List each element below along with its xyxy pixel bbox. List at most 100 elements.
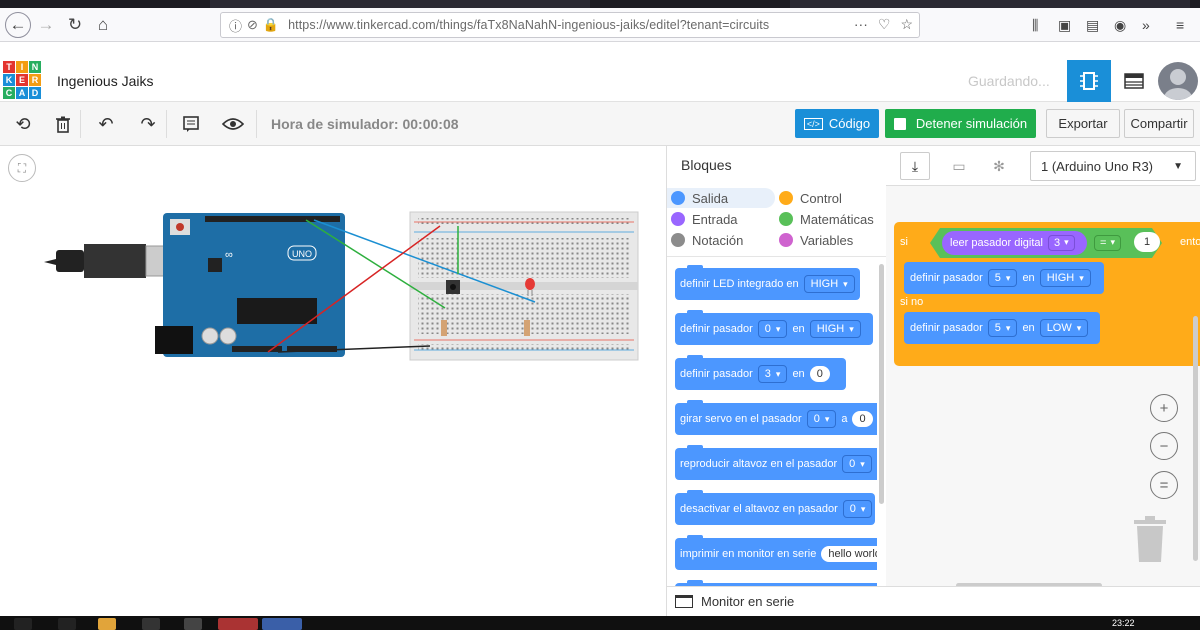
category-variables[interactable]: Variables: [779, 230, 853, 250]
block-serial-print[interactable]: imprimir en monitor en serie hello world: [675, 535, 877, 570]
operator-dropdown[interactable]: =: [1094, 235, 1121, 251]
category-notacion[interactable]: Notación: [671, 230, 743, 250]
taskbar-app-icon[interactable]: [142, 618, 160, 630]
block-dropdown[interactable]: 0: [842, 455, 872, 473]
home-icon[interactable]: ⌂: [97, 15, 109, 34]
workspace-vertical-scrollbar[interactable]: [1193, 316, 1198, 561]
block-set-builtin-led[interactable]: definir LED integrado en HIGH: [675, 265, 860, 300]
then-set-pin-block[interactable]: definir pasador 5 en HIGH: [904, 262, 1104, 294]
download-icon[interactable]: ⤓: [900, 152, 930, 180]
block-dropdown[interactable]: 3: [757, 365, 788, 383]
read-digital-pin-block[interactable]: leer pasador digital 3: [942, 231, 1087, 255]
user-avatar[interactable]: [1158, 62, 1198, 100]
zoom-in-button[interactable]: +: [1150, 394, 1178, 422]
usb-cable[interactable]: [44, 244, 177, 278]
block-dropdown[interactable]: 0: [806, 410, 837, 428]
pocket-icon[interactable]: ♡: [877, 16, 891, 32]
value-dropdown[interactable]: HIGH: [1039, 269, 1091, 287]
fit-view-button[interactable]: ⛶: [8, 154, 36, 182]
zoom-reset-button[interactable]: =: [1150, 471, 1178, 499]
block-dropdown[interactable]: 0: [842, 500, 873, 518]
category-salida[interactable]: Salida: [667, 188, 775, 208]
rotate-icon[interactable]: ⟲: [15, 113, 31, 134]
breadboard[interactable]: [409, 211, 639, 361]
category-control[interactable]: Control: [779, 188, 842, 208]
visibility-icon[interactable]: [220, 112, 246, 136]
undo-icon[interactable]: ↶: [98, 113, 114, 134]
block-partial[interactable]: [675, 580, 877, 588]
library-icon[interactable]: ⫼: [1032, 17, 1039, 33]
serial-monitor-bar[interactable]: Monitor en serie: [667, 586, 1200, 616]
pin-dropdown[interactable]: 5: [987, 319, 1018, 337]
task-view-icon[interactable]: [58, 618, 76, 630]
notes-icon[interactable]: [178, 112, 204, 136]
circuit-view-button[interactable]: [1067, 60, 1111, 102]
arduino-uno-board[interactable]: ∞ UNO: [155, 213, 345, 357]
project-title[interactable]: Ingenious Jaiks: [57, 73, 154, 89]
export-button[interactable]: Exportar: [1046, 109, 1120, 138]
reader-icon[interactable]: ▤: [1086, 17, 1100, 33]
block-input[interactable]: 0: [809, 366, 830, 382]
taskbar-app-icon[interactable]: [184, 618, 202, 630]
value-dropdown[interactable]: LOW: [1039, 319, 1089, 337]
block-dropdown[interactable]: HIGH: [803, 275, 855, 293]
wire-red[interactable]: [267, 225, 441, 353]
browser-taskbar-icon[interactable]: [218, 618, 258, 630]
hamburger-menu-icon[interactable]: ≡: [1176, 17, 1185, 33]
sidebar-icon[interactable]: ▣: [1058, 17, 1072, 33]
code-button[interactable]: </> Código: [795, 109, 879, 138]
block-play-speaker[interactable]: reproducir altavoz en el pasador 0: [675, 445, 877, 480]
wire-green[interactable]: [305, 219, 446, 309]
category-entrada[interactable]: Entrada: [671, 209, 738, 229]
else-set-pin-block[interactable]: definir pasador 5 en LOW: [904, 312, 1100, 344]
block-input[interactable]: hello world: [821, 546, 877, 562]
push-button[interactable]: [446, 280, 460, 294]
compare-value-input[interactable]: 1: [1134, 232, 1160, 252]
pin-dropdown[interactable]: 3: [1047, 235, 1075, 251]
start-icon[interactable]: [14, 618, 32, 630]
redo-icon[interactable]: ↷: [140, 113, 156, 134]
circuit-drawing[interactable]: ∞ UNO: [0, 146, 666, 616]
block-dropdown[interactable]: HIGH: [809, 320, 861, 338]
page-actions-icon[interactable]: ···: [853, 16, 868, 32]
browser-tab[interactable]: [790, 0, 1190, 8]
circuit-canvas[interactable]: ⛶ ∞ UNO: [0, 146, 666, 616]
if-else-block[interactable]: si ento leer pasador digital 3 = 1 defin…: [894, 222, 1200, 366]
zoom-out-button[interactable]: −: [1150, 432, 1178, 460]
workspace-horizontal-scrollbar[interactable]: [956, 583, 1102, 588]
device-selector[interactable]: 1 (Arduino Uno R3) ▼: [1030, 151, 1196, 181]
forward-button[interactable]: →: [37, 15, 55, 34]
block-input[interactable]: 0: [852, 411, 873, 427]
component-list-button[interactable]: [1112, 60, 1156, 102]
file-explorer-icon[interactable]: [98, 618, 116, 630]
overflow-chevron-icon[interactable]: »: [1142, 17, 1150, 33]
resistor[interactable]: [441, 320, 530, 336]
block-stop-speaker[interactable]: desactivar el altavoz en pasador 0: [675, 490, 875, 525]
tinkercad-logo[interactable]: T I N K E R C A D: [3, 61, 41, 99]
info-icon[interactable]: ⓘ: [229, 18, 243, 34]
reload-button[interactable]: ↻: [67, 15, 83, 34]
stop-simulation-button[interactable]: Detener simulación: [885, 109, 1036, 138]
trash-icon[interactable]: [1134, 516, 1166, 562]
taskbar-clock[interactable]: 23:22: [1112, 618, 1135, 628]
share-button[interactable]: Compartir: [1124, 109, 1194, 138]
wire-blue[interactable]: [313, 219, 536, 303]
url-text[interactable]: https://www.tinkercad.com/things/faTx8Na…: [288, 18, 770, 32]
url-bar[interactable]: ⓘ ⊘ 🔒 https://www.tinkercad.com/things/f…: [220, 12, 920, 38]
red-led[interactable]: [525, 278, 535, 296]
blocks-scrollbar[interactable]: [879, 264, 884, 504]
account-icon[interactable]: ◉: [1114, 17, 1127, 33]
taskbar-app-icon[interactable]: [262, 618, 302, 630]
block-dropdown[interactable]: 0: [757, 320, 788, 338]
code-workspace[interactable]: si ento leer pasador digital 3 = 1 defin…: [886, 186, 1200, 616]
lock-icon[interactable]: 🔒: [262, 17, 280, 32]
upload-to-board-icon[interactable]: ▭: [952, 157, 966, 174]
debug-bug-icon[interactable]: ✻: [993, 157, 1005, 174]
category-matematicas[interactable]: Matemáticas: [779, 209, 874, 229]
bookmark-star-icon[interactable]: ☆: [900, 16, 913, 32]
wire-black[interactable]: [277, 345, 431, 353]
pin-dropdown[interactable]: 5: [987, 269, 1018, 287]
block-set-pin-value[interactable]: definir pasador 3 en 0: [675, 355, 846, 390]
tracking-protection-icon[interactable]: ⊘: [247, 17, 258, 32]
browser-tab[interactable]: [210, 0, 590, 8]
